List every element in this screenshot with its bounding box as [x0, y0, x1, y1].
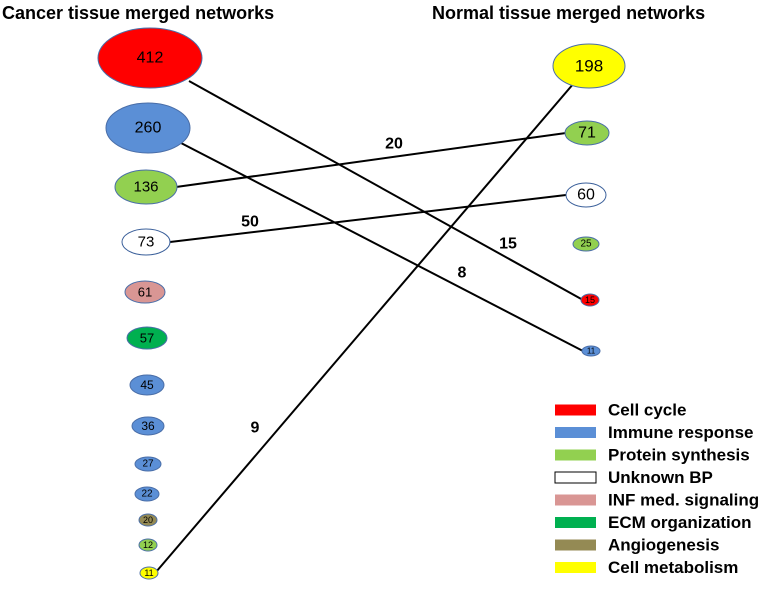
cancer-node-value-73: 73 — [138, 234, 155, 251]
normal-node-value-11: 11 — [587, 347, 596, 356]
legend-item-immune-response: Immune response — [555, 423, 754, 442]
cancer-node-61: 61 — [124, 280, 166, 304]
legend-label-cell-metabolism: Cell metabolism — [608, 558, 738, 577]
cancer-node-ellipse-12 — [138, 538, 158, 552]
legend-item-cell-cycle: Cell cycle — [555, 401, 686, 420]
cancer-node-412: 412 — [97, 27, 203, 89]
cancer-node-ellipse-20 — [138, 513, 158, 527]
cancer-node-260: 260 — [105, 102, 191, 154]
edge-label-c11-n198: 9 — [251, 420, 260, 437]
legend-swatch-cell-cycle — [555, 404, 596, 416]
cancer-node-45: 45 — [129, 374, 165, 396]
cancer-node-ellipse-45 — [129, 374, 165, 396]
legend-item-cell-metabolism: Cell metabolism — [555, 558, 738, 577]
legend-item-ecm-organization: ECM organization — [555, 513, 752, 532]
cancer-node-value-11: 11 — [144, 568, 153, 578]
cancer-node-36: 36 — [131, 416, 165, 436]
normal-node-value-198: 198 — [575, 57, 603, 76]
legend-swatch-protein-synthesis — [555, 449, 596, 461]
cancer-node-value-45: 45 — [140, 378, 154, 392]
normal-node-15: 15 — [580, 293, 600, 307]
legend-swatch-ecm-organization — [555, 517, 596, 528]
cancer-node-ellipse-73 — [121, 228, 171, 256]
cancer-node-22: 22 — [134, 486, 160, 502]
nodes-layer: 412 260 136 73 61 57 45 36 27 22 20 12 11 198 71 60 25 15… — [97, 27, 626, 580]
cancer-node-ellipse-22 — [134, 486, 160, 502]
normal-node-value-25: 25 — [580, 239, 592, 250]
edges-layer — [155, 80, 584, 573]
cancer-node-ellipse-11 — [139, 566, 159, 580]
cancer-node-value-12: 12 — [143, 540, 153, 550]
normal-node-ellipse-198 — [552, 43, 626, 89]
legend-label-angiogenesis: Angiogenesis — [608, 536, 719, 555]
legend-label-ecm-organization: ECM organization — [608, 513, 752, 532]
edge-c73-n60 — [169, 194, 567, 243]
normal-node-71: 71 — [564, 120, 610, 146]
cancer-node-ellipse-57 — [126, 326, 168, 350]
cancer-node-value-57: 57 — [140, 331, 154, 346]
legend-label-cell-cycle: Cell cycle — [608, 401, 686, 420]
legend-swatch-cell-metabolism — [555, 562, 596, 573]
normal-node-ellipse-15 — [580, 293, 600, 307]
normal-title: Normal tissue merged networks — [432, 3, 705, 23]
cancer-node-value-61: 61 — [138, 285, 152, 300]
edge-c260-n11 — [180, 142, 584, 352]
cancer-node-ellipse-136 — [114, 169, 178, 205]
cancer-node-value-36: 36 — [141, 419, 155, 433]
cancer-node-ellipse-412 — [97, 27, 203, 89]
edge-labels-layer: 15 8 20 50 9 — [241, 136, 517, 437]
cancer-node-value-27: 27 — [142, 459, 154, 470]
cancer-node-value-20: 20 — [143, 515, 153, 525]
legend-item-inf-med-signaling: INF med. signaling — [555, 491, 759, 510]
legend-label-unknown-bp: Unknown BP — [608, 468, 713, 487]
edge-c136-n71 — [175, 132, 567, 188]
cancer-node-73: 73 — [121, 228, 171, 256]
legend-label-protein-synthesis: Protein synthesis — [608, 446, 750, 465]
cancer-node-20: 20 — [138, 513, 158, 527]
normal-node-ellipse-71 — [564, 120, 610, 146]
cancer-node-value-136: 136 — [133, 179, 158, 196]
normal-node-value-60: 60 — [577, 187, 595, 204]
cancer-node-ellipse-36 — [131, 416, 165, 436]
normal-node-ellipse-60 — [565, 182, 607, 208]
edge-label-c136-n71: 20 — [385, 136, 403, 153]
normal-node-11: 11 — [581, 345, 601, 357]
cancer-node-value-22: 22 — [141, 489, 153, 500]
legend-swatch-inf-med-signaling — [555, 494, 596, 506]
legend-label-inf-med-signaling: INF med. signaling — [608, 491, 759, 510]
cancer-node-ellipse-27 — [134, 456, 162, 472]
cancer-node-57: 57 — [126, 326, 168, 350]
cancer-node-ellipse-260 — [105, 102, 191, 154]
cancer-node-27: 27 — [134, 456, 162, 472]
legend-swatch-unknown-bp — [554, 471, 597, 484]
legend-item-protein-synthesis: Protein synthesis — [555, 446, 750, 465]
edge-c412-n15 — [188, 80, 584, 301]
normal-node-ellipse-11 — [581, 345, 601, 357]
legend-swatch-immune-response — [555, 427, 596, 438]
cancer-node-value-412: 412 — [137, 50, 164, 67]
cancer-node-12: 12 — [138, 538, 158, 552]
edge-c11-n198 — [155, 82, 575, 573]
legend-item-unknown-bp: Unknown BP — [554, 468, 713, 487]
normal-node-60: 60 — [565, 182, 607, 208]
normal-node-198: 198 — [552, 43, 626, 89]
normal-node-value-71: 71 — [578, 125, 596, 142]
cancer-node-value-260: 260 — [135, 120, 162, 137]
normal-node-25: 25 — [572, 236, 600, 252]
legend-item-angiogenesis: Angiogenesis — [555, 536, 719, 555]
cancer-node-11: 11 — [139, 566, 159, 580]
legend-swatch-angiogenesis — [555, 539, 596, 551]
edge-label-c73-n60: 50 — [241, 214, 259, 231]
cancer-title: Cancer tissue merged networks — [2, 3, 274, 23]
edge-label-c412-n15: 15 — [499, 236, 517, 253]
edge-label-c260-n11: 8 — [458, 265, 467, 282]
legend-label-immune-response: Immune response — [608, 423, 754, 442]
normal-node-value-15: 15 — [585, 295, 595, 305]
cancer-node-136: 136 — [114, 169, 178, 205]
normal-node-ellipse-25 — [572, 236, 600, 252]
cancer-node-ellipse-61 — [124, 280, 166, 304]
